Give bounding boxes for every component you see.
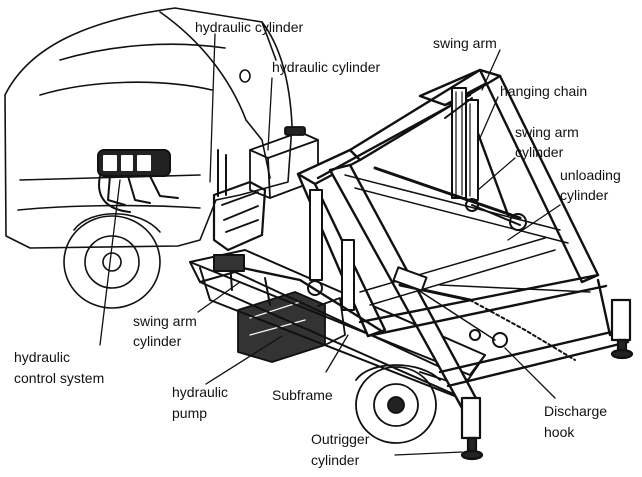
label-hydraulic-cylinder-mid: hydraulic cylinder [272,59,381,75]
front-wheel [63,213,161,309]
label-discharge-hook-line2: hook [544,424,575,440]
platform-frame [344,174,591,341]
label-swing-arm-cylinder-left-line1: swing arm [133,313,197,329]
label-swing-arm-cylinder-right-line2: cylinder [515,144,564,160]
unloading-cylinders [373,166,576,361]
label-unloading-cylinder-line1: unloading [560,167,621,183]
label-discharge-hook-line1: Discharge [544,403,608,419]
label-hydraulic-control-system-line1: hydraulic [14,349,71,365]
swing-arm-cylinders-left [212,189,382,332]
label-outrigger-cylinder-line1: Outrigger [311,431,370,447]
outrigger-cylinders [460,298,634,461]
label-swing-arm: swing arm [433,35,497,51]
label-outrigger-cylinder-line2: cylinder [311,452,360,468]
label-swing-arm-cylinder-left-line2: cylinder [133,333,182,349]
swing-arm-cylinders-right [444,87,527,231]
label-unloading-cylinder-line2: cylinder [560,187,609,203]
truck-cab [4,7,293,249]
label-hydraulic-pump-line2: pump [172,405,208,421]
label-hydraulic-control-system-line2: control system [14,370,105,386]
label-hydraulic-cylinder-top: hydraulic cylinder [195,19,304,35]
label-swing-arm-cylinder-right-line1: swing arm [515,124,579,140]
label-hanging-chain: hanging chain [500,83,588,99]
label-hydraulic-pump-line1: hydraulic [172,384,229,400]
leader-lines [99,33,561,456]
label-subframe: Subframe [272,387,333,403]
hydraulic-control-valves [97,149,179,213]
